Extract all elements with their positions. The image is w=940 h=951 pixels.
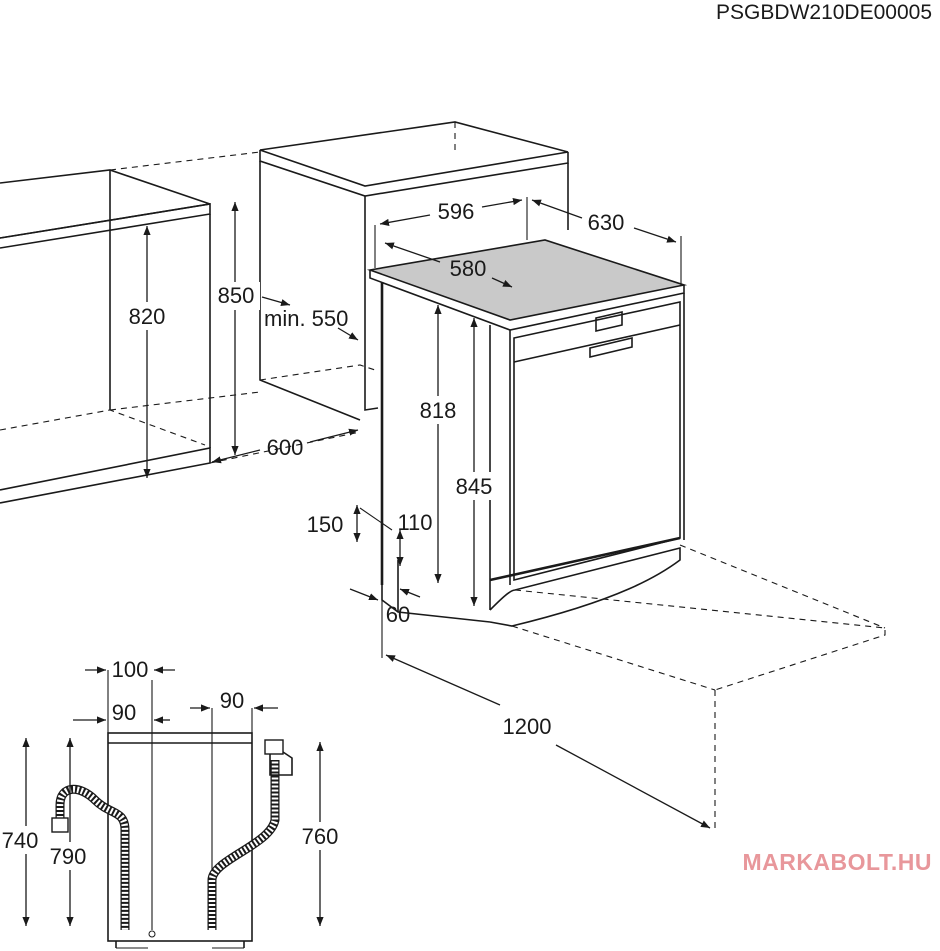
dim-845: 845	[456, 474, 493, 499]
document-code: PSGBDW210DE00005	[716, 1, 932, 24]
dim-760: 760	[302, 824, 339, 849]
dim-150: 150	[307, 512, 344, 537]
dim-630: 630	[588, 210, 625, 235]
left-cabinet-niche	[0, 151, 361, 504]
dim-min-550: min. 550	[264, 306, 348, 331]
dim-90-left: 90	[112, 700, 136, 725]
dim-60: 60	[386, 602, 410, 627]
rear-view	[51, 670, 293, 949]
dim-850: 850	[218, 283, 255, 308]
right-cabinet	[259, 121, 569, 421]
dim-600: 600	[267, 435, 304, 460]
dim-90-right: 90	[220, 688, 244, 713]
dim-580: 580	[450, 256, 487, 281]
dim-596: 596	[438, 199, 475, 224]
dim-790: 790	[50, 844, 87, 869]
dim-1200: 1200	[503, 714, 552, 739]
dim-820: 820	[129, 304, 166, 329]
dim-100: 100	[112, 657, 149, 682]
watermark-logo: MARKABOLT.HU	[742, 849, 932, 875]
dim-740: 740	[2, 828, 39, 853]
dishwasher-body	[366, 239, 886, 830]
dim-110: 110	[397, 510, 432, 535]
dim-818: 818	[420, 398, 457, 423]
